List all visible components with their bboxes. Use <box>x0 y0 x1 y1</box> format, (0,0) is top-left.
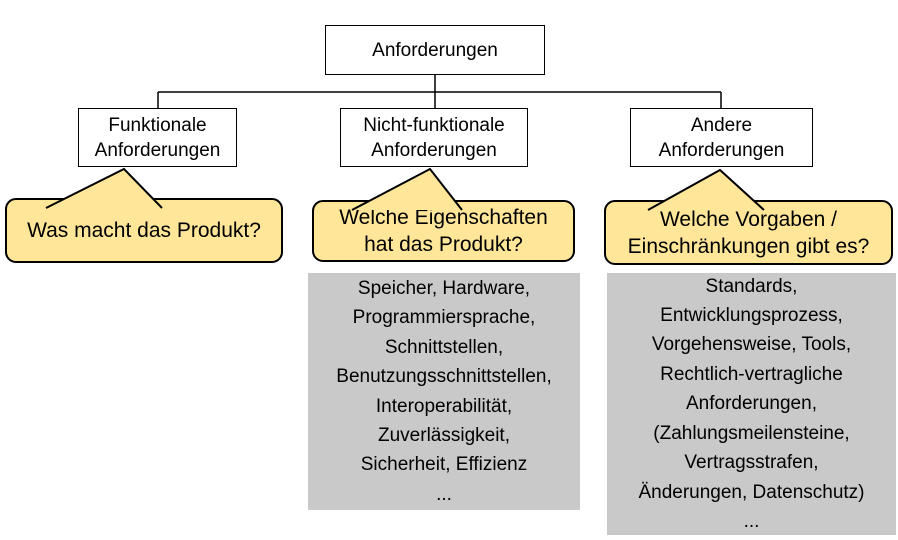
callout-bubble-nicht-funktionale: Welche Eigenschaften hat das Produkt? <box>312 200 575 262</box>
node-andere-anforderungen: Andere Anforderungen <box>630 108 813 167</box>
callout-bubble-andere: Welche Vorgaben / Einschränkungen gibt e… <box>604 200 893 265</box>
details-text: Speicher, Hardware, Programmiersprache, … <box>336 277 552 505</box>
callout-bubble-funktionale: Was macht das Produkt? <box>5 198 283 263</box>
node-label: Andere Anforderungen <box>658 114 785 161</box>
details-panel-nicht-funktionale: Speicher, Hardware, Programmiersprache, … <box>308 273 580 510</box>
callout-text: Was macht das Produkt? <box>27 219 261 242</box>
node-nicht-funktionale-anforderungen: Nicht-funktionale Anforderungen <box>340 108 528 167</box>
callout-text: Welche Vorgaben / Einschränkungen gibt e… <box>627 207 870 258</box>
details-text: Standards, Entwicklungsprozess, Vorgehen… <box>638 275 865 532</box>
tree-connector-line <box>157 75 722 108</box>
node-funktionale-anforderungen: Funktionale Anforderungen <box>78 108 237 167</box>
callout-text: Welche Eigenschaften hat das Produkt? <box>339 206 548 256</box>
root-node-label: Anforderungen <box>372 39 498 61</box>
root-node-anforderungen: Anforderungen <box>325 25 545 75</box>
node-label: Nicht-funktionale Anforderungen <box>363 114 505 161</box>
node-label: Funktionale Anforderungen <box>94 114 221 161</box>
details-panel-andere: Standards, Entwicklungsprozess, Vorgehen… <box>607 273 896 535</box>
